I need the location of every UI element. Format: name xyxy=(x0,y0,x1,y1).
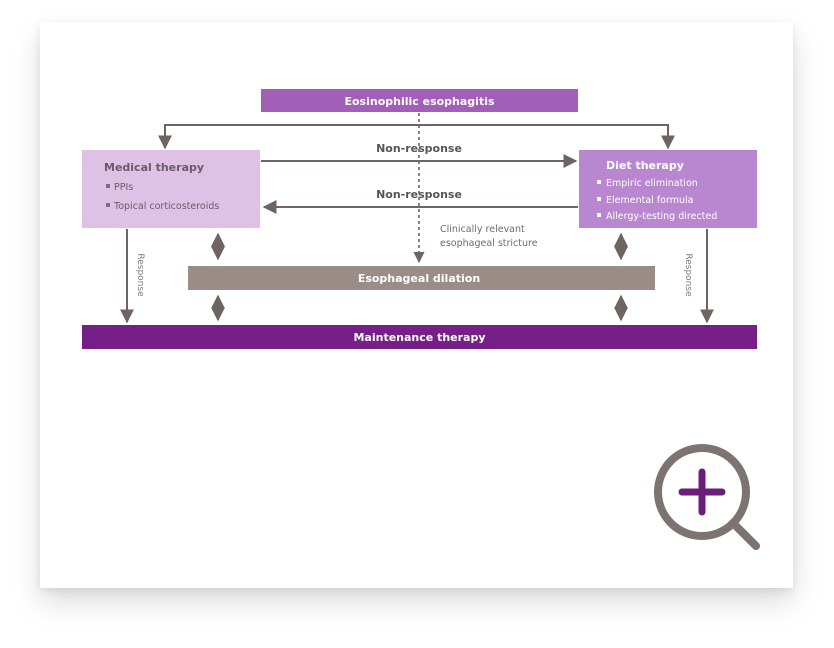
diet-item-allergy: Allergy-testing directed xyxy=(606,211,717,222)
diet-bullet-2 xyxy=(597,197,601,201)
stricture-note-line2: esophageal stricture xyxy=(440,238,538,249)
medical-therapy-title: Medical therapy xyxy=(104,161,204,174)
medical-bullet-2 xyxy=(106,203,110,207)
medical-item-corticosteroids: Topical corticosteroids xyxy=(113,201,219,212)
response-right-label: Response xyxy=(683,253,693,297)
medical-bullet-1 xyxy=(106,184,110,188)
maintenance-therapy-label: Maintenance therapy xyxy=(353,331,485,344)
response-left-label: Response xyxy=(135,253,145,297)
zoom-in-button[interactable] xyxy=(654,444,760,550)
medical-item-ppis: PPIs xyxy=(114,182,133,193)
non-response-bottom-label: Non-response xyxy=(376,188,462,201)
diet-bullet-3 xyxy=(597,213,601,217)
medical-therapy-box xyxy=(82,150,260,228)
diet-item-elemental: Elemental formula xyxy=(606,195,693,206)
branch-line xyxy=(158,124,675,150)
diet-therapy-box xyxy=(579,150,757,228)
diet-bullet-1 xyxy=(597,180,601,184)
stricture-note-line1: Clinically relevant xyxy=(440,224,525,235)
eosinophilic-esophagitis-label: Eosinophilic esophagitis xyxy=(344,95,495,108)
diet-therapy-title: Diet therapy xyxy=(606,159,684,172)
non-response-top-label: Non-response xyxy=(376,142,462,155)
diet-item-empiric: Empiric elimination xyxy=(606,178,698,189)
eosinophilic-esophagitis-box xyxy=(261,89,578,112)
zoom-in-icon xyxy=(654,444,760,550)
esophageal-dilation-label: Esophageal dilation xyxy=(358,272,480,285)
esophageal-dilation-box xyxy=(188,266,655,290)
maintenance-therapy-box xyxy=(82,325,757,349)
